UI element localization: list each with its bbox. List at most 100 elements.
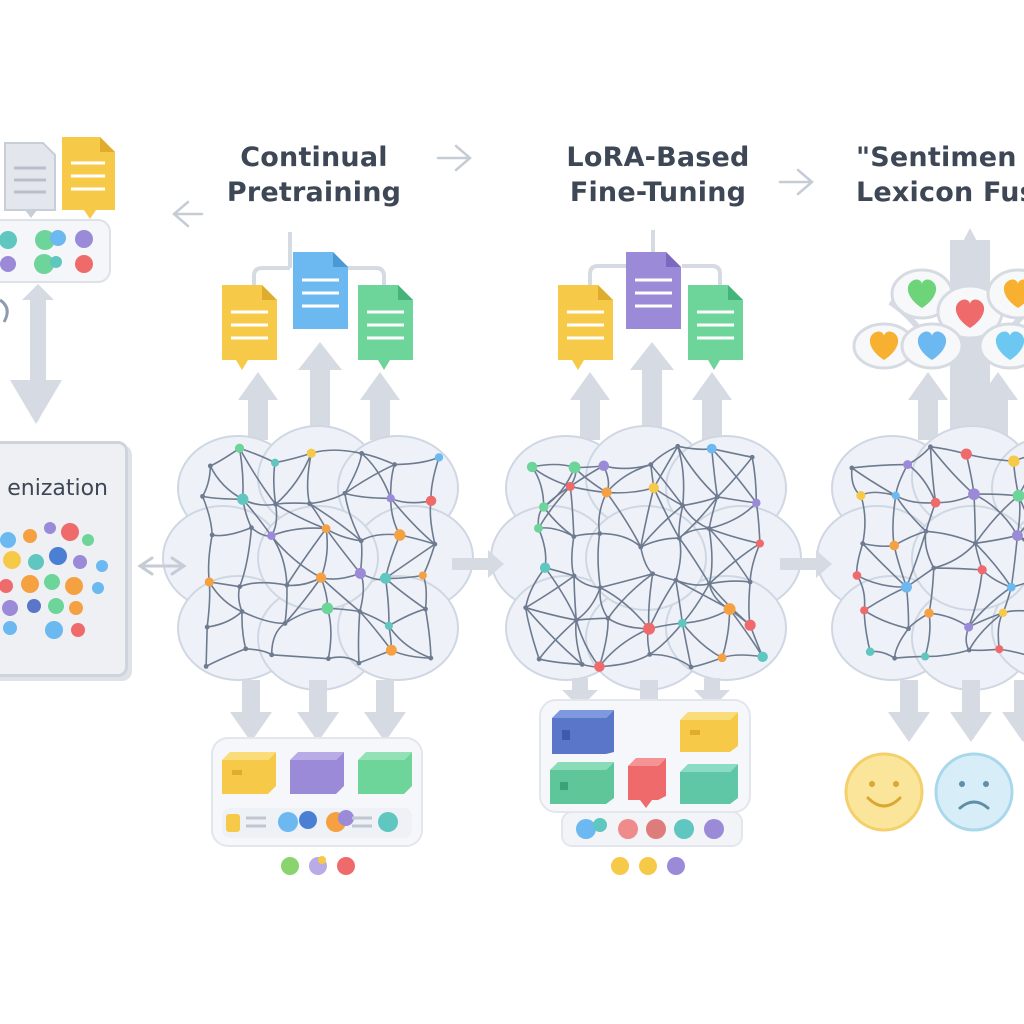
network-node <box>998 608 1008 617</box>
network-edge <box>708 528 713 584</box>
network-edge <box>967 569 983 628</box>
network-node <box>648 482 659 494</box>
network-junction <box>706 581 712 587</box>
network-edge <box>284 585 288 624</box>
network-node <box>533 523 543 533</box>
network-junction <box>673 577 679 583</box>
network-edge <box>999 648 1024 656</box>
network-edge <box>275 452 313 505</box>
flow-arrow-right-1 <box>452 550 504 578</box>
network-node <box>267 531 276 541</box>
network-node <box>538 502 549 512</box>
network-edge <box>424 608 432 659</box>
network-junction <box>573 617 579 623</box>
network-junction <box>579 662 585 667</box>
network-junction <box>284 582 290 588</box>
network-node <box>234 443 245 453</box>
tokenization-label: enization <box>7 476 108 501</box>
stage3-up-arrows <box>908 372 1018 440</box>
network-junction <box>571 534 577 540</box>
network-junction <box>269 652 275 658</box>
network-edge <box>640 504 684 548</box>
stage1-green-document-icon <box>358 285 413 370</box>
network-node <box>889 540 900 551</box>
network-edge <box>538 619 577 660</box>
network-edge <box>361 452 395 466</box>
network-node <box>968 488 980 501</box>
network-junction <box>428 655 434 661</box>
network-junction <box>392 462 398 467</box>
network-edge <box>600 572 653 589</box>
network-edge <box>525 607 583 666</box>
green-heart-icon <box>907 279 937 308</box>
network-junction <box>359 451 365 456</box>
blue-heart-icon-right <box>995 331 1024 360</box>
network-junction <box>714 494 720 500</box>
stage1-bottom-sparks <box>281 856 355 875</box>
network-junction <box>747 579 753 585</box>
network-node <box>643 622 655 635</box>
network-junction <box>237 584 243 590</box>
stage2-token-chips <box>576 818 724 839</box>
network-junction <box>928 444 933 450</box>
network-lobe <box>665 575 787 681</box>
network-node <box>539 562 551 573</box>
stage2-red-block <box>628 758 666 808</box>
network-edge <box>241 611 247 649</box>
chevron-right-icon <box>436 144 472 172</box>
stage1-yellow-document-icon <box>222 285 277 370</box>
stage2-up-arrows <box>570 342 732 440</box>
network-junction <box>523 605 529 611</box>
stage2-output-blocks <box>539 699 751 875</box>
network-junction <box>966 647 972 653</box>
network-junction <box>307 501 312 506</box>
network-edge <box>862 542 908 588</box>
network-junction <box>688 664 694 670</box>
network-edge <box>239 581 288 588</box>
network-node <box>526 461 538 473</box>
network-edge <box>344 463 395 495</box>
network-edge <box>390 497 436 545</box>
network-junction <box>638 544 644 550</box>
stage2-yellow-block <box>680 712 738 752</box>
network-node <box>856 490 866 501</box>
network-edge <box>709 580 751 585</box>
source-documents <box>0 137 115 283</box>
chevron-left-icon <box>172 200 204 228</box>
network-edge <box>1011 582 1024 588</box>
network-junction <box>647 651 653 657</box>
network-edge <box>599 532 642 548</box>
network-junction <box>972 540 978 546</box>
network-node <box>921 652 930 661</box>
tokenization-token-chips <box>0 522 108 639</box>
network-edge <box>205 648 247 668</box>
network-edge <box>599 653 651 668</box>
network-edge <box>678 537 711 585</box>
network-edge <box>525 606 577 621</box>
network-node <box>601 487 612 498</box>
network-edge <box>650 445 679 466</box>
network-edge <box>933 542 976 569</box>
network-edge <box>851 467 897 497</box>
network-edge <box>344 493 362 542</box>
network-junction <box>675 443 681 449</box>
network-lobe <box>911 505 1024 611</box>
network-junction <box>676 535 682 541</box>
network-junction <box>605 615 611 621</box>
network-junction <box>432 541 438 547</box>
network-edge <box>677 445 718 498</box>
network-edge <box>201 465 212 497</box>
network-edge <box>967 586 1012 628</box>
network-node <box>852 571 862 580</box>
network-junction <box>706 526 712 531</box>
stage2-green-block-right <box>680 764 738 804</box>
stage-title-continual-pretraining: Continual Pretraining <box>226 142 402 208</box>
network-node <box>386 494 395 503</box>
network-edge <box>357 611 361 664</box>
left-double-arrow <box>10 284 62 424</box>
network-edge <box>306 453 313 504</box>
stage2-green-block-left <box>550 762 614 804</box>
network-junction <box>203 663 209 669</box>
network-edge <box>640 537 680 548</box>
stage1-output-blocks <box>211 737 423 875</box>
